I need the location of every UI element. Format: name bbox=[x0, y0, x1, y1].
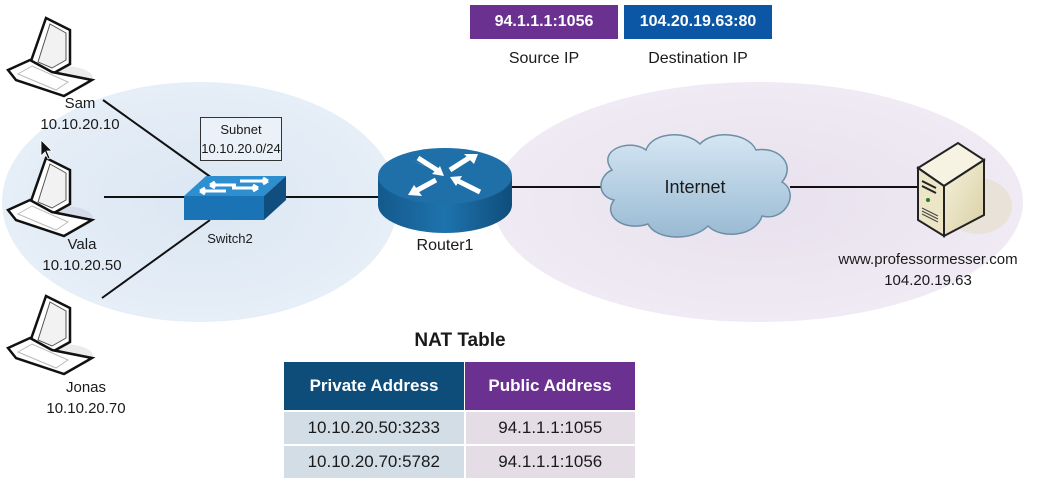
subnet-value: 10.10.20.0/24 bbox=[201, 141, 281, 156]
link-sam-switch bbox=[102, 99, 213, 179]
source-ip-value: 94.1.1.1:1056 bbox=[494, 13, 594, 30]
subnet-label-box: Subnet 10.10.20.0/24 bbox=[200, 117, 282, 161]
host-name: Sam bbox=[64, 95, 96, 112]
server-label: www.professormesser.com 104.20.19.63 bbox=[838, 250, 1018, 290]
host-ip: 10.10.20.50 bbox=[42, 257, 122, 274]
source-ip-box: 94.1.1.1:1056 bbox=[470, 5, 618, 39]
header-private-address: Private Address bbox=[284, 362, 465, 411]
server-ip: 104.20.19.63 bbox=[884, 272, 972, 289]
table-row: 10.10.20.50:3233 94.1.1.1:1055 bbox=[284, 410, 635, 445]
source-ip-caption: Source IP bbox=[508, 50, 580, 67]
router-label: Router1 bbox=[416, 237, 474, 254]
subnet-title: Subnet bbox=[220, 122, 262, 137]
public-address-cell: 94.1.1.1:1056 bbox=[464, 444, 635, 478]
switch-icon[interactable] bbox=[184, 176, 286, 220]
header-public-address: Public Address bbox=[464, 362, 635, 411]
server-icon[interactable] bbox=[916, 141, 1012, 238]
host-label-sam: Sam 10.10.20.10 bbox=[20, 94, 140, 134]
table-row: 10.10.20.70:5782 94.1.1.1:1056 bbox=[284, 444, 635, 478]
private-address-cell: 10.10.20.50:3233 bbox=[284, 410, 466, 445]
cloud-icon[interactable] bbox=[600, 134, 791, 238]
nat-table: Private Address Public Address 10.10.20.… bbox=[284, 362, 635, 478]
internet-label: Internet bbox=[664, 177, 726, 197]
host-ip: 10.10.20.70 bbox=[46, 400, 126, 417]
switch-label: Switch2 bbox=[207, 231, 253, 246]
laptop-icon[interactable] bbox=[6, 16, 96, 98]
mouse-cursor-icon bbox=[40, 139, 53, 160]
public-address-cell: 94.1.1.1:1055 bbox=[464, 410, 635, 445]
host-ip: 10.10.20.10 bbox=[40, 116, 120, 133]
router-icon[interactable] bbox=[378, 148, 512, 233]
host-name: Vala bbox=[67, 236, 97, 253]
host-label-jonas: Jonas 10.10.20.70 bbox=[26, 378, 146, 418]
host-label-vala: Vala 10.10.20.50 bbox=[22, 235, 142, 275]
destination-ip-caption: Destination IP bbox=[648, 50, 748, 67]
link-jonas-switch bbox=[101, 219, 211, 299]
nat-table-header-row: Private Address Public Address bbox=[284, 362, 635, 411]
laptop-icon[interactable] bbox=[6, 156, 96, 238]
destination-ip-value: 104.20.19.63:80 bbox=[639, 13, 757, 30]
laptop-icon[interactable] bbox=[6, 294, 96, 376]
destination-ip-box: 104.20.19.63:80 bbox=[624, 5, 772, 39]
private-address-cell: 10.10.20.70:5782 bbox=[284, 444, 466, 478]
server-hostname: www.professormesser.com bbox=[838, 251, 1018, 268]
nat-table-title: NAT Table bbox=[414, 330, 506, 351]
host-name: Jonas bbox=[65, 379, 107, 396]
